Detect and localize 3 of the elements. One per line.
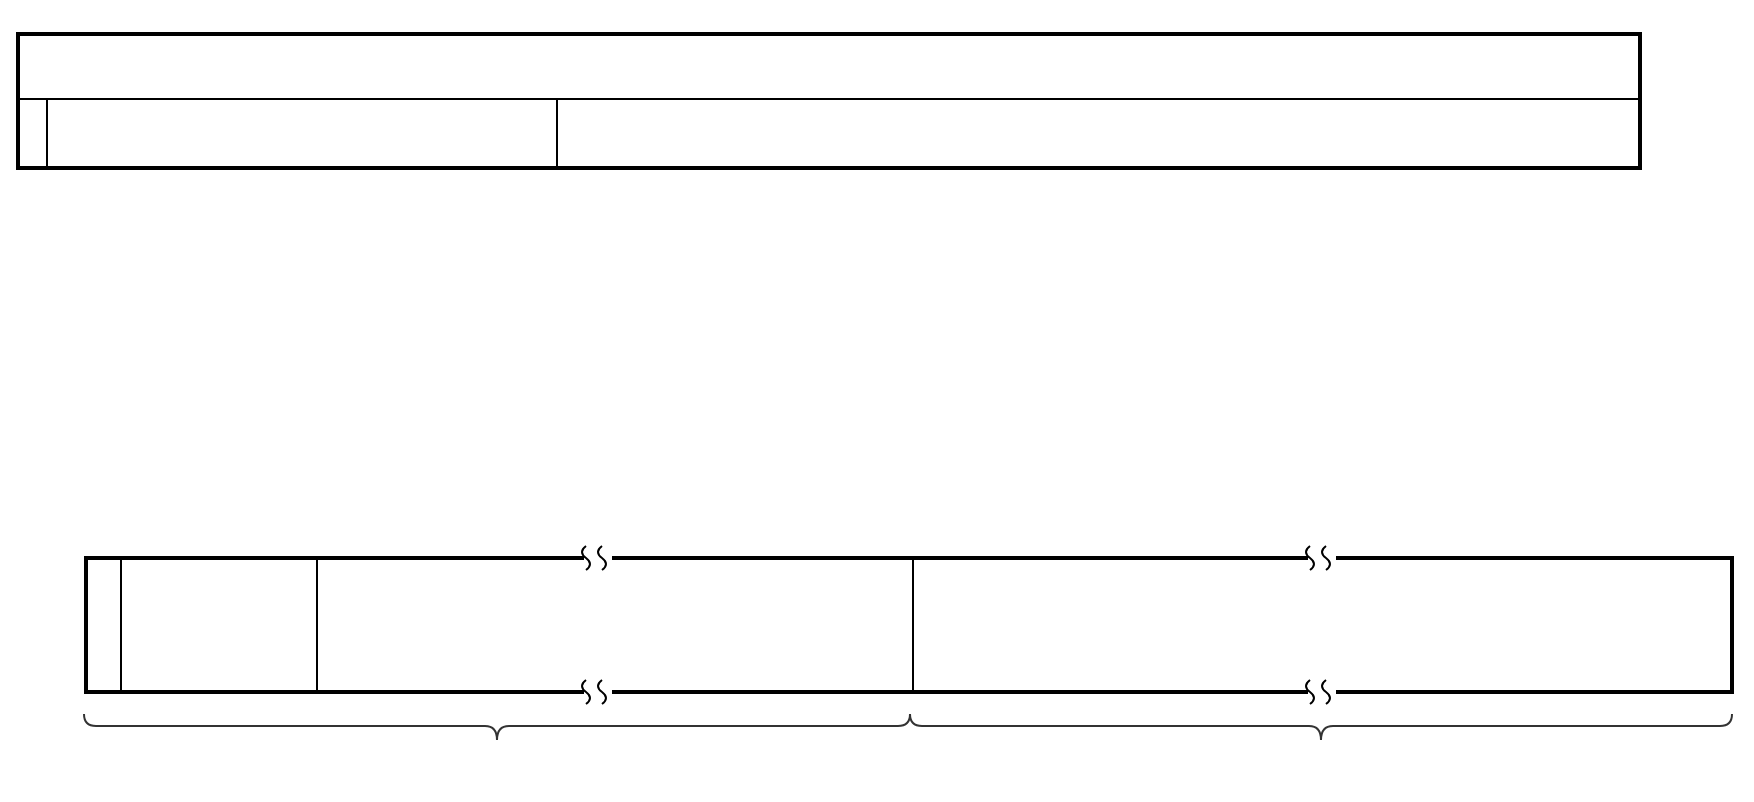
frame-box xyxy=(84,556,1734,694)
table-cell xyxy=(20,36,1642,100)
frame-box xyxy=(16,32,1642,170)
